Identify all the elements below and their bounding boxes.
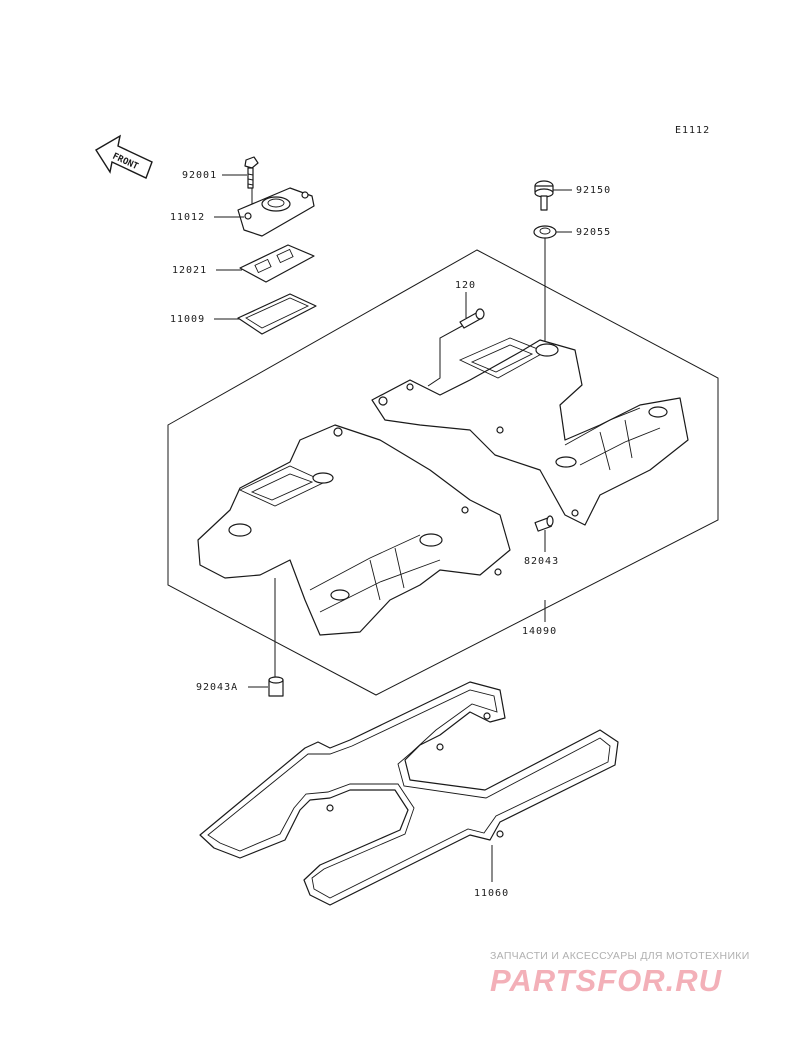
label-92001: 92001 xyxy=(182,170,217,181)
label-92150: 92150 xyxy=(576,185,611,196)
bolt-92150 xyxy=(534,180,554,211)
bolt-92001 xyxy=(244,156,259,189)
gasket-11009 xyxy=(237,293,317,335)
label-11009: 11009 xyxy=(170,314,205,325)
label-14090: 14090 xyxy=(522,626,557,637)
dowel-92043A xyxy=(268,676,284,697)
label-11060: 11060 xyxy=(474,888,509,899)
label-11012: 11012 xyxy=(170,212,205,223)
watermark-tagline: ЗАПЧАСТИ И АКСЕССУАРЫ ДЛЯ МОТОТЕХНИКИ xyxy=(490,950,750,962)
cylinder-head-cover xyxy=(197,337,689,636)
label-12021: 12021 xyxy=(172,265,207,276)
breather-cover-11012 xyxy=(237,187,315,237)
dowel-82043 xyxy=(534,515,554,532)
label-92043A: 92043A xyxy=(196,682,238,693)
washer-92055 xyxy=(533,225,557,239)
watermark-logo: PARTSFOR.RU xyxy=(490,963,723,998)
assembly-outline xyxy=(167,249,719,696)
front-arrow-icon: FRONT xyxy=(95,134,153,179)
label-92055: 92055 xyxy=(576,227,611,238)
breather-plate-12021 xyxy=(239,244,315,283)
diagram-code: E1112 xyxy=(675,125,710,136)
label-120: 120 xyxy=(455,280,476,291)
label-82043: 82043 xyxy=(524,556,559,567)
stud-120 xyxy=(459,308,485,329)
head-cover-gasket-11060 xyxy=(199,681,619,906)
